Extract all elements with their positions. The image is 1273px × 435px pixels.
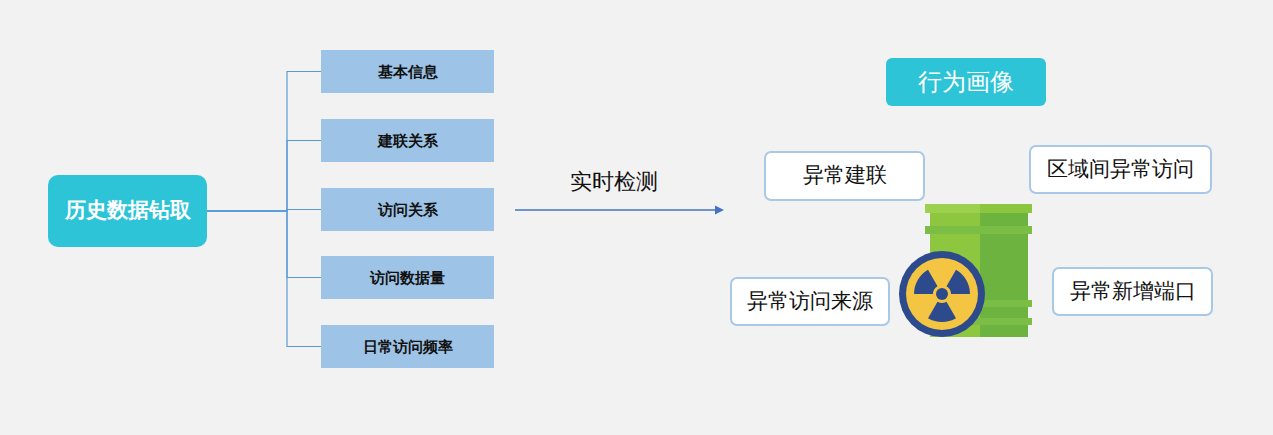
attribute-box: 访问数据量 — [321, 256, 494, 299]
tree-connector — [207, 141, 321, 212]
barrel-rim — [925, 204, 980, 213]
radiation-blade — [914, 270, 938, 294]
radiation-ring — [899, 251, 985, 337]
anomaly-box: 异常访问来源 — [730, 277, 890, 326]
radiation-disc — [906, 258, 978, 330]
anomaly-box: 异常建联 — [764, 151, 925, 201]
node-text: 日常访问频率 — [363, 338, 453, 356]
attribute-box: 基本信息 — [321, 50, 494, 93]
node-text: 异常建联 — [803, 163, 887, 188]
tree-connector — [207, 211, 321, 278]
node-text: 异常访问来源 — [747, 289, 873, 314]
anomaly-box: 异常新增端口 — [1052, 267, 1213, 316]
barrel-band — [925, 226, 1032, 234]
node-text: 建联关系 — [378, 132, 438, 150]
anomaly-box: 区域间异常访问 — [1029, 145, 1212, 194]
barrel-rim — [925, 204, 1032, 213]
node-text: 访问关系 — [378, 201, 438, 219]
radiation-center — [936, 288, 948, 300]
attribute-box: 日常访问频率 — [321, 325, 494, 368]
detect-arrow — [515, 206, 724, 215]
arrow-head — [715, 206, 724, 215]
node-text: 访问数据量 — [370, 269, 445, 287]
node-text: 异常新增端口 — [1070, 279, 1196, 304]
barrel-illustration — [899, 204, 1032, 337]
heading-box: 行为画像 — [886, 58, 1046, 106]
source-box: 历史数据钻取 — [48, 175, 207, 247]
attribute-box: 访问关系 — [321, 188, 494, 231]
arrow-line — [515, 209, 717, 210]
tree-connector — [207, 211, 321, 347]
node-text: 基本信息 — [378, 63, 438, 81]
node-text: 区域间异常访问 — [1047, 157, 1194, 182]
radiation-blade — [928, 302, 956, 322]
attribute-box: 建联关系 — [321, 119, 494, 162]
arrow-label: 实时检测 — [570, 167, 658, 197]
tree-connector — [207, 72, 321, 212]
radiation-blade — [947, 270, 971, 294]
node-text: 行为画像 — [918, 68, 1014, 97]
node-text: 历史数据钻取 — [65, 198, 191, 223]
